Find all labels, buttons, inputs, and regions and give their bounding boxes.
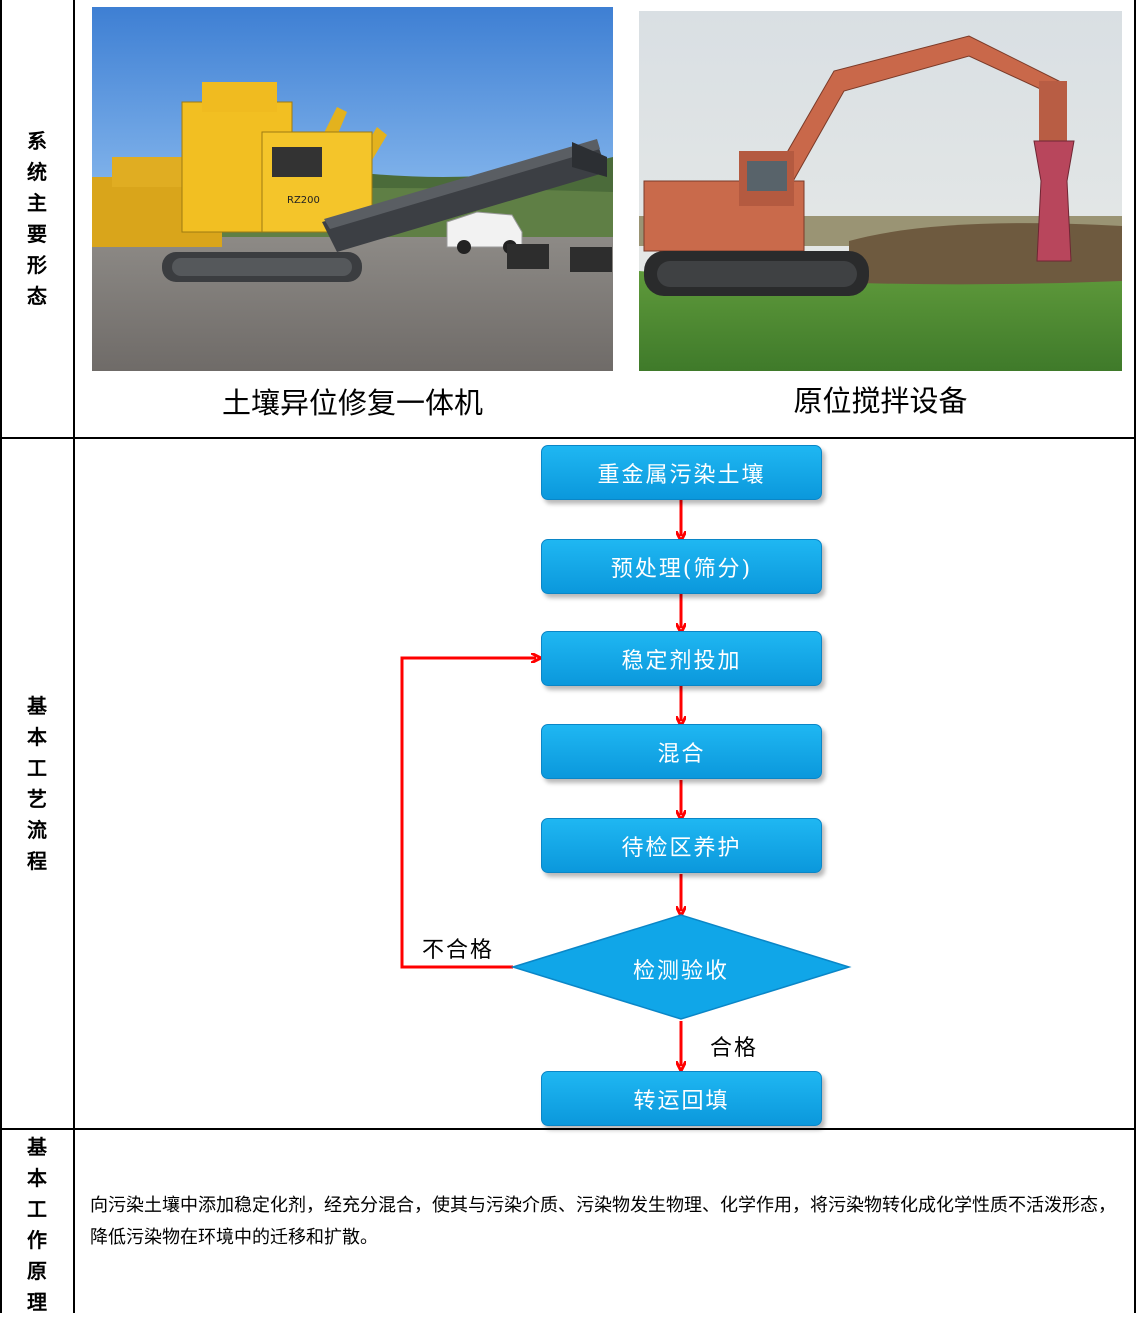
- row-label-char: 工: [27, 1197, 47, 1221]
- row-label-char: 作: [27, 1228, 47, 1252]
- row-label-char: 主: [27, 190, 47, 215]
- table-border-left: [0, 0, 2, 1313]
- row-label-char: 本: [27, 1166, 47, 1190]
- row-label-char: 基: [27, 1135, 47, 1159]
- row-label-char: 程: [27, 848, 47, 873]
- row-label-process: 基本工艺流程: [0, 439, 74, 1128]
- table-row-divider-2: [0, 1128, 1136, 1130]
- principle-text: 向污染土壤中添加稳定化剂，经充分混合，使其与污染介质、污染物发生物理、化学作用，…: [90, 1195, 1116, 1248]
- flow-pass-label: 合格: [710, 1036, 759, 1061]
- row-label-char: 态: [27, 283, 47, 308]
- flow-step-stabilizer-addition: 稳定剂投加: [541, 631, 822, 686]
- caption-ex-situ-machine: 土壤异位修复一体机: [221, 386, 483, 420]
- row-label-char: 工: [27, 755, 47, 780]
- machine-badge: RZ200: [287, 195, 320, 206]
- flow-fail-label: 不合格: [422, 938, 495, 963]
- row-label-form: 系统主要形态: [0, 0, 74, 437]
- row-label-char: 原: [27, 1259, 47, 1283]
- flow-decision-label: 检测验收: [632, 959, 729, 984]
- photo-ex-situ-machine: RZ200: [92, 7, 613, 371]
- row-label-principle: 基本工作原理: [0, 1130, 74, 1314]
- row-label-char: 统: [27, 159, 47, 184]
- photo-in-situ-mixer: [639, 11, 1122, 371]
- flow-step-pretreatment: 预处理(筛分): [541, 539, 822, 594]
- caption-in-situ-mixer: 原位搅拌设备: [793, 384, 968, 418]
- row-label-char: 艺: [27, 786, 47, 811]
- row-label-char: 基: [27, 693, 47, 718]
- flow-step-contaminated-soil: 重金属污染土壤: [541, 445, 822, 500]
- flow-step-mixing: 混合: [541, 724, 822, 779]
- row-label-char: 本: [27, 724, 47, 749]
- row-label-char: 理: [27, 1290, 47, 1314]
- table-column-divider: [73, 0, 75, 1313]
- table-border-right: [1134, 0, 1136, 1313]
- flow-step-curing: 待检区养护: [541, 818, 822, 873]
- table-row-divider-1: [0, 437, 1136, 439]
- flow-step-transport-backfill: 转运回填: [541, 1071, 822, 1126]
- row-label-char: 要: [27, 221, 47, 246]
- row-label-char: 流: [27, 817, 47, 842]
- row-label-char: 系: [27, 128, 47, 153]
- row-label-char: 形: [27, 252, 47, 277]
